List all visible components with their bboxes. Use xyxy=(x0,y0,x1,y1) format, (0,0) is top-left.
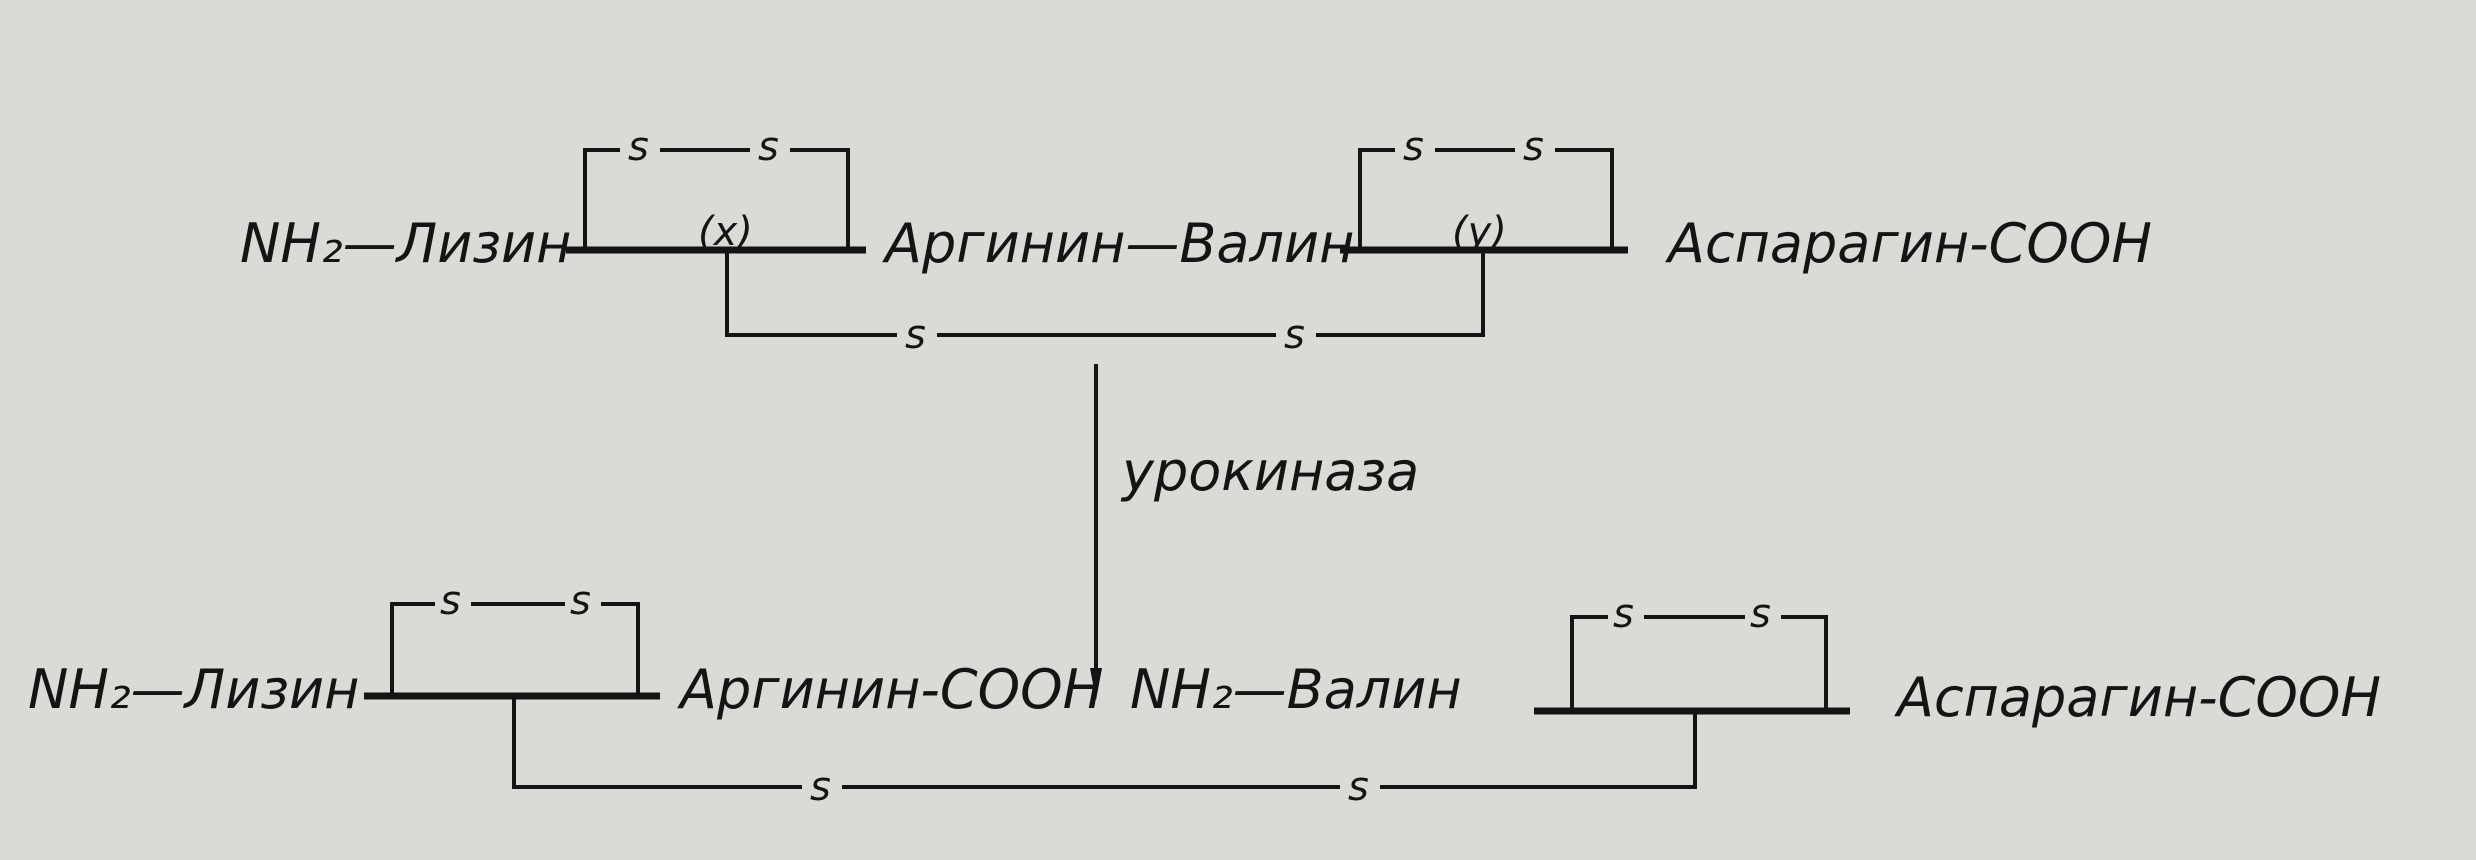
bottom-chain: NH₂—Лизин s s Аргинин-COOH NH₂—Валин s s… xyxy=(28,578,2381,812)
top-bridge-s1: s xyxy=(905,312,926,358)
top-loop2-label: (y) xyxy=(1452,209,1507,255)
top-chain: NH₂—Лизин s s (x) Аргинин—Валин s s (y) … xyxy=(240,124,2152,360)
top-loop2-bracket xyxy=(1358,148,1614,250)
top-loop1-label: (x) xyxy=(698,209,753,255)
bottom-loop1-s1: s xyxy=(440,578,461,624)
top-n-terminus: NH₂—Лизин xyxy=(240,212,571,275)
bottom-bridge-s2: s xyxy=(1348,764,1369,810)
cleavage-arrow: урокиназа xyxy=(1090,364,1419,700)
top-c-terminus: Аспарагин-COOH xyxy=(1665,212,2152,275)
bottom-fragment2-n: NH₂—Валин xyxy=(1130,658,1462,721)
bottom-loop2-s2: s xyxy=(1750,591,1771,637)
arrow-label: урокиназа xyxy=(1120,440,1419,503)
top-loop2-s2: s xyxy=(1523,124,1544,170)
bottom-loop2-bracket xyxy=(1570,615,1828,711)
bottom-fragment1-c: Аргинин-COOH xyxy=(677,658,1103,721)
top-loop1-s2: s xyxy=(758,124,779,170)
top-loop1-bracket xyxy=(583,148,850,250)
top-loop1-s1: s xyxy=(628,124,649,170)
top-bridge-s2: s xyxy=(1284,312,1305,358)
bottom-bridge-s1: s xyxy=(810,764,831,810)
bottom-loop1-bracket xyxy=(390,602,640,696)
bottom-bridge xyxy=(512,698,1697,789)
top-loop2-s1: s xyxy=(1403,124,1424,170)
bottom-loop1-s2: s xyxy=(570,578,591,624)
top-middle: Аргинин—Валин xyxy=(882,212,1354,275)
bottom-loop2-s1: s xyxy=(1613,591,1634,637)
top-bridge xyxy=(725,252,1485,337)
bottom-fragment1-n: NH₂—Лизин xyxy=(28,658,359,721)
arrow-head-icon xyxy=(1090,668,1102,700)
bottom-fragment2-c: Аспарагин-COOH xyxy=(1894,666,2381,729)
